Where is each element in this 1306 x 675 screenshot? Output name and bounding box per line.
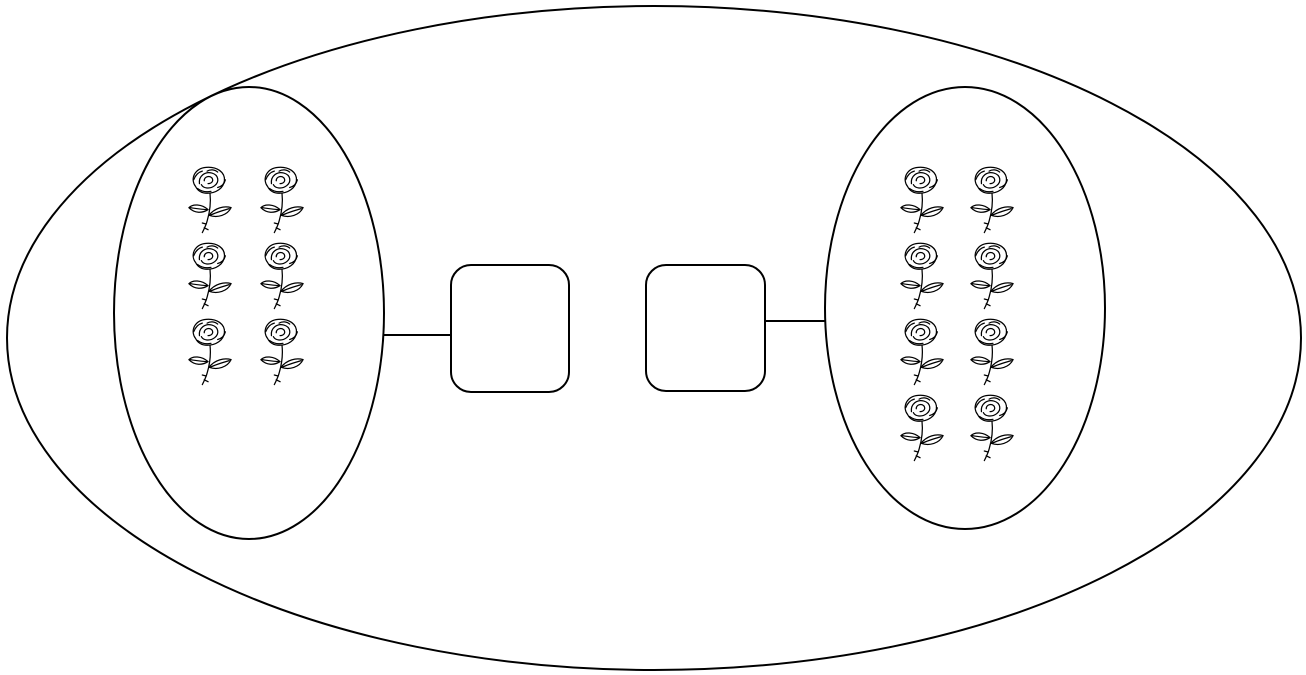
- rose-flower-icon: [900, 394, 944, 462]
- rose-flower-icon: [260, 242, 304, 310]
- rose-flower-icon: [188, 242, 232, 310]
- rose-flower-icon: [970, 394, 1014, 462]
- rose-flower-icon: [188, 318, 232, 386]
- left-group-ellipse: [113, 86, 385, 540]
- rose-flower-icon: [900, 318, 944, 386]
- rose-flower-icon: [970, 242, 1014, 310]
- left-answer-box[interactable]: [450, 264, 570, 393]
- rose-flower-icon: [970, 166, 1014, 234]
- rose-flower-icon: [260, 318, 304, 386]
- rose-flower-icon: [970, 318, 1014, 386]
- rose-flower-icon: [188, 166, 232, 234]
- right-group-ellipse: [824, 86, 1106, 530]
- left-rose-group: [188, 166, 304, 386]
- outer-ellipse: [6, 5, 1302, 671]
- rose-flower-icon: [900, 242, 944, 310]
- rose-flower-icon: [900, 166, 944, 234]
- right-answer-box[interactable]: [645, 264, 766, 392]
- rose-flower-icon: [260, 166, 304, 234]
- right-rose-group: [900, 166, 1014, 462]
